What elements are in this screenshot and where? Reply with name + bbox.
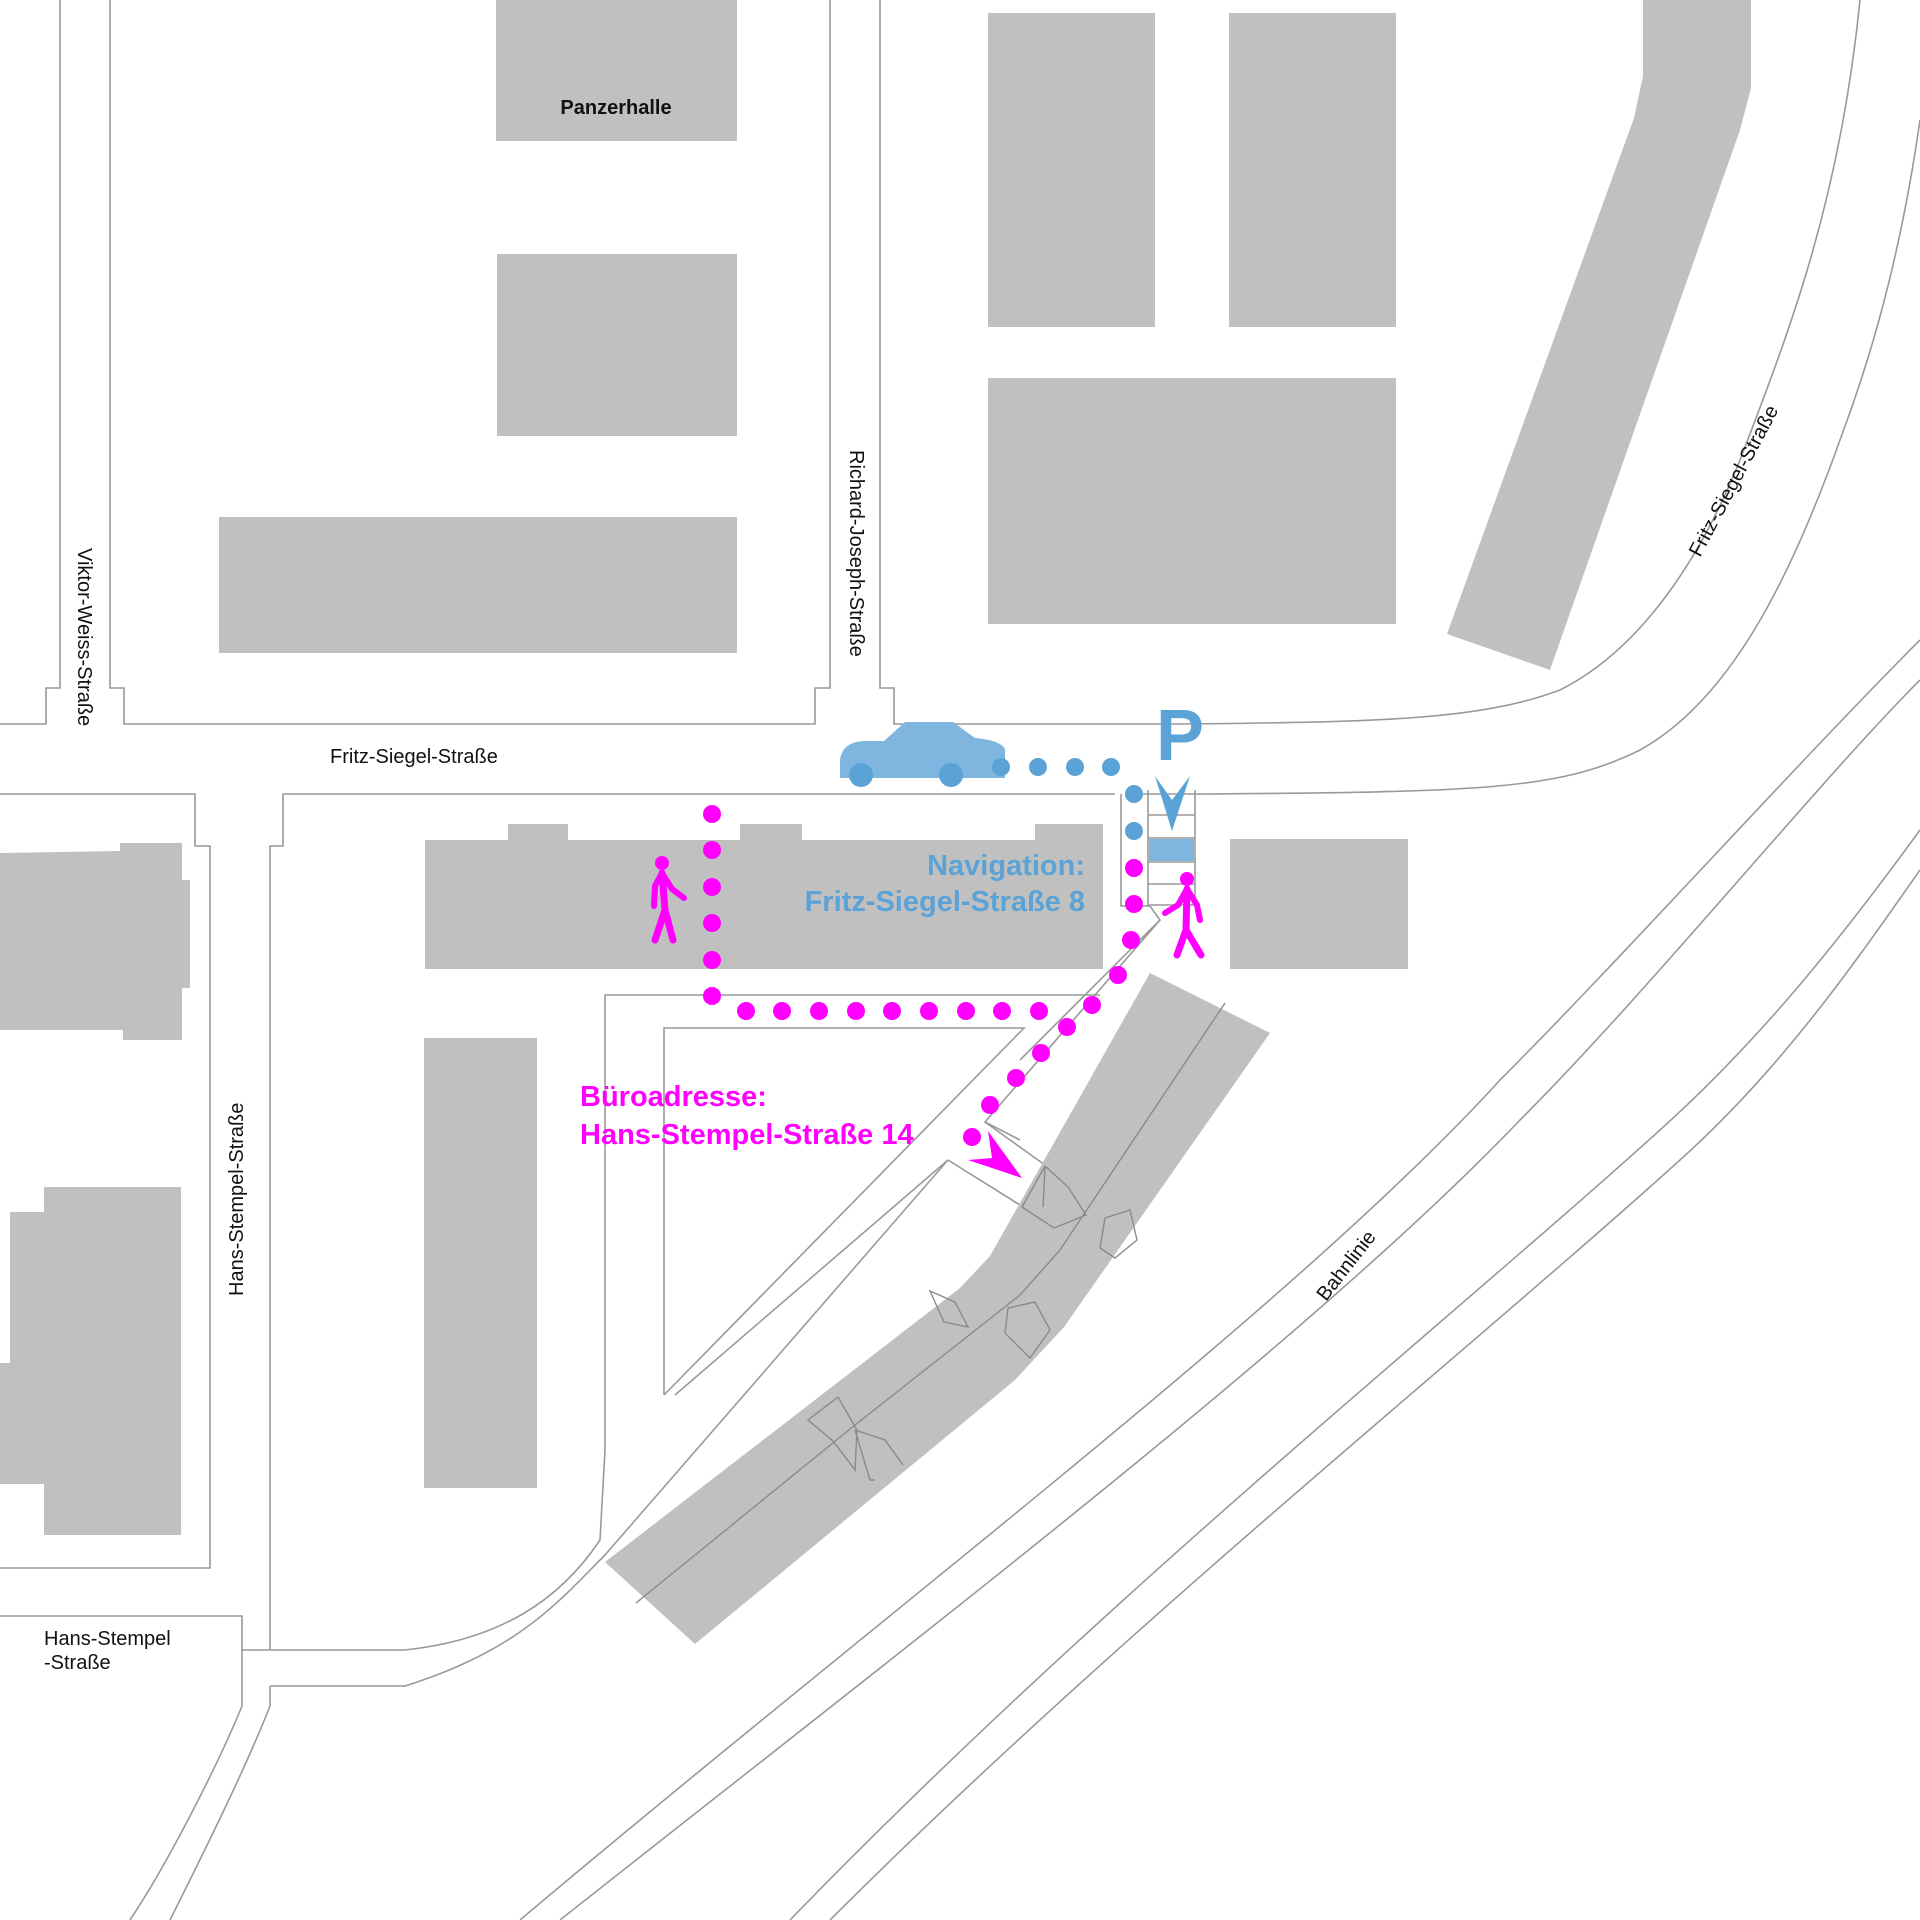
route-dot xyxy=(847,1002,865,1020)
pedestrian-route: Büroadresse: Hans-Stempel-Straße 14 xyxy=(580,805,1205,1178)
route-dot xyxy=(1125,859,1143,877)
route-dot xyxy=(883,1002,901,1020)
route-dot xyxy=(703,914,721,932)
route-dot xyxy=(1030,1002,1048,1020)
curved-road-inner xyxy=(270,1159,949,1687)
hans-stempel-south-west-edge xyxy=(0,1615,243,1920)
fritz-siegel-strasse-label: Fritz-Siegel-Straße xyxy=(330,746,498,768)
route-dot xyxy=(1109,966,1127,984)
arrow-icon xyxy=(968,1131,1022,1178)
dormer-3 xyxy=(928,1289,970,1328)
building-ne-2 xyxy=(1229,13,1396,327)
railway-line-2-south xyxy=(829,869,1920,1920)
dormer-1 xyxy=(1021,1164,1088,1229)
navigation-label-line1: Navigation: xyxy=(927,850,1085,882)
block-outline-northwest xyxy=(109,0,831,725)
railway-line-north xyxy=(519,639,1920,1920)
viktor-weiss-road-west-edge xyxy=(0,0,61,725)
viktor-weiss-strasse-label: Viktor-Weiss-Straße xyxy=(73,548,95,726)
building-south-tall xyxy=(424,1038,537,1488)
car-icon xyxy=(840,722,1005,787)
building-west-2 xyxy=(0,1187,181,1535)
south-road-east-edge xyxy=(169,1686,271,1920)
entrance-line-2 xyxy=(947,1159,1021,1206)
navigation-label-line2: Fritz-Siegel-Straße 8 xyxy=(805,886,1085,918)
route-dot xyxy=(963,1128,981,1146)
route-dot xyxy=(993,1002,1011,1020)
route-dot xyxy=(1066,758,1084,776)
route-dot xyxy=(1102,758,1120,776)
route-dot xyxy=(1032,1044,1050,1062)
route-dot xyxy=(1125,785,1143,803)
route-dot xyxy=(981,1096,999,1114)
car-route: P Navigation: Fritz-Siegel-Straße 8 xyxy=(805,696,1204,918)
inner-block-outline xyxy=(270,994,1100,1651)
fritz-siegel-road-north-edge xyxy=(879,0,1861,725)
route-dot xyxy=(703,987,721,1005)
building-navigation-target xyxy=(425,824,1103,969)
hans-stempel-west-block xyxy=(0,793,211,1569)
parking-spot-highlight xyxy=(1149,839,1194,861)
building-ne-3 xyxy=(988,378,1396,624)
route-dot xyxy=(1083,996,1101,1014)
route-dot xyxy=(737,1002,755,1020)
parking-icon: P xyxy=(1156,696,1204,776)
route-dot xyxy=(810,1002,828,1020)
route-dot xyxy=(1029,758,1047,776)
route-dot xyxy=(773,1002,791,1020)
building-west-1 xyxy=(0,843,190,1040)
dormer-2 xyxy=(1099,1209,1138,1259)
hans-stempel-strasse-bottom-label-1: Hans-Stempel xyxy=(44,1628,171,1650)
building-panzerhalle xyxy=(496,0,737,141)
building-diagonal-ne xyxy=(1447,0,1751,670)
fritz-siegel-strasse-diagonal-label: Fritz-Siegel-Straße xyxy=(1685,402,1783,560)
office-label-line2: Hans-Stempel-Straße 14 xyxy=(580,1119,914,1151)
route-dot xyxy=(703,805,721,823)
building-ne-1 xyxy=(988,13,1155,327)
route-dot xyxy=(1122,931,1140,949)
route-dot xyxy=(1058,1018,1076,1036)
buildings xyxy=(0,0,1751,1644)
route-dot xyxy=(1125,895,1143,913)
path-diagonal-west xyxy=(1019,794,1162,1061)
fritz-siegel-road-south-edge xyxy=(1125,119,1920,795)
arrow-down-icon xyxy=(1155,776,1190,831)
route-dot xyxy=(703,951,721,969)
route-dot xyxy=(1007,1069,1025,1087)
office-label-line1: Büroadresse: xyxy=(580,1081,767,1113)
route-dot xyxy=(1125,822,1143,840)
route-dot xyxy=(957,1002,975,1020)
building-office-ridge xyxy=(635,1002,1226,1604)
route-dot xyxy=(703,841,721,859)
pedestrian-icon xyxy=(1162,872,1205,959)
building-north-3 xyxy=(219,517,737,653)
building-north-2 xyxy=(497,254,737,436)
entrance-line-1 xyxy=(984,1121,1046,1166)
hans-stempel-strasse-label: Hans-Stempel-Straße xyxy=(226,1103,248,1296)
building-east-small xyxy=(1230,839,1408,969)
route-dot xyxy=(992,758,1010,776)
hans-stempel-strasse-bottom-label-2: -Straße xyxy=(44,1652,111,1674)
dormer-4 xyxy=(1004,1301,1051,1360)
railway-line-south xyxy=(559,679,1920,1920)
pedestrian-icon xyxy=(651,856,687,944)
route-dot xyxy=(920,1002,938,1020)
railway-line-2-north xyxy=(789,829,1920,1920)
dormer-5 xyxy=(806,1395,904,1481)
route-dot xyxy=(703,878,721,896)
path-diagonal-inner xyxy=(674,1159,949,1396)
bahnlinie-label: Bahnlinie xyxy=(1313,1227,1381,1305)
triangle-lot xyxy=(663,1027,1026,1396)
richard-joseph-strasse-label: Richard-Joseph-Straße xyxy=(845,450,867,657)
panzerhalle-label: Panzerhalle xyxy=(560,97,671,119)
hans-stempel-east-edge xyxy=(242,793,1115,1651)
